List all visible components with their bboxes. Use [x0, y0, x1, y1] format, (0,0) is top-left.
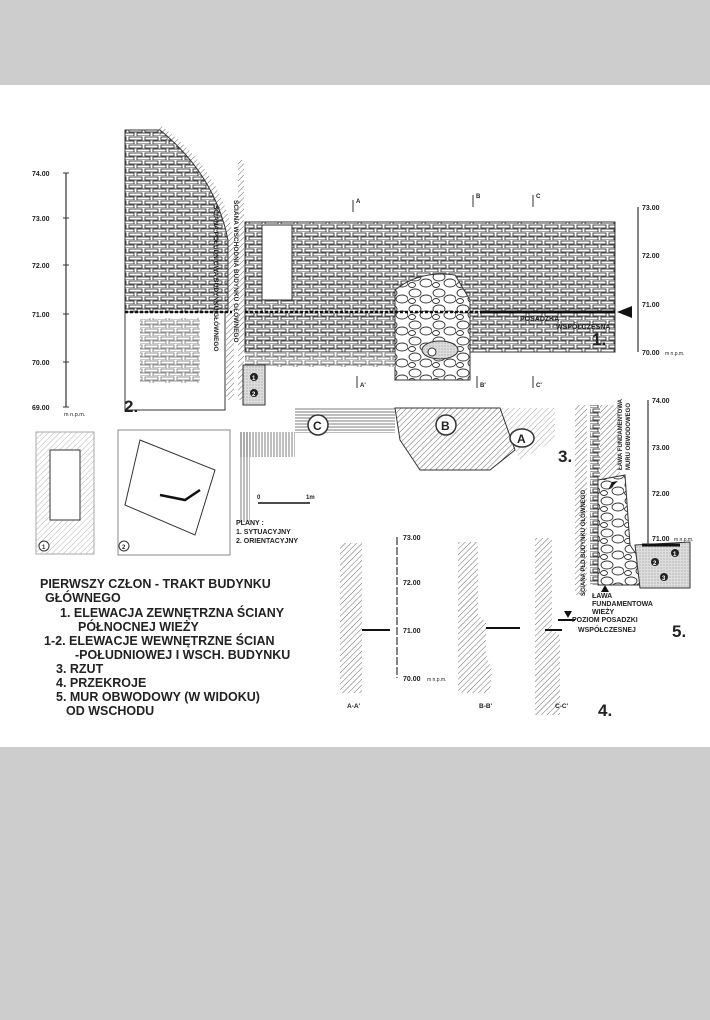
wall-east-label: ŚCIANA WSCHODNIA BUDYNKU GŁÓWNEGO — [232, 200, 241, 343]
scale-tick-label: 74.00 — [652, 398, 670, 405]
map-number: 1 — [42, 545, 46, 551]
section-label: B-B' — [479, 703, 493, 710]
section-marker: C — [536, 194, 541, 200]
figure-number-2: 2. — [124, 397, 138, 416]
footing-label: FUNDAMENTOWA — [592, 601, 653, 608]
legend: PIERWSZY CZŁON - TRAKT BUDYNKU GŁÓWNEGO … — [40, 577, 290, 718]
scale-tick-label: 71.00 — [32, 312, 50, 319]
section-marker: B — [476, 194, 481, 200]
scale-tick-label: 72.00 — [652, 491, 670, 498]
plan-marker: A — [517, 432, 526, 446]
section-label: C-C' — [555, 703, 569, 710]
elevation-1-scale: 73.00 72.00 71.00 70.00 m n.p.m. — [637, 205, 684, 357]
archaeological-drawing: 74.00 73.00 72.00 71.00 70.00 69.00 m n.… — [32, 125, 693, 720]
legend-item: -POŁUDNIOWEJ I WSCH. BUDYNKU — [75, 648, 290, 662]
layer-number: 3 — [662, 576, 666, 582]
section-marker: A — [356, 199, 361, 205]
layer-number: 1 — [252, 376, 256, 382]
scale-tick-label: 71.00 — [403, 628, 421, 635]
figure-number-4: 4. — [598, 701, 612, 720]
elevation-1-north-tower-wall: 1 2 POSADZKA WSPÓŁCZESNA 1. A B C A' B' … — [242, 194, 632, 406]
map-number: 2 — [122, 545, 126, 551]
layer-number: 2 — [252, 392, 256, 398]
plans-item: 1. SYTUACYJNY — [236, 529, 291, 536]
scale-tick-label: 70.00 — [642, 350, 660, 357]
figure-number-3: 3. — [558, 447, 572, 466]
plan-marker: C — [313, 419, 322, 433]
section-marker: A' — [360, 383, 366, 389]
legend-title: GŁÓWNEGO — [45, 590, 121, 605]
scale-unit: m n.p.m. — [427, 677, 446, 683]
footing-label: ŁAWA — [592, 593, 612, 600]
scale-tick-label: 70.00 — [32, 360, 50, 367]
floor-label: WSPÓŁCZESNA — [556, 322, 610, 331]
figure-number-5: 5. — [672, 622, 686, 641]
footing-label: ŁAWA FUNDAMENTOWA — [618, 398, 624, 470]
legend-item: 1-2. ELEWACJE WEWNĘTRZNE ŚCIAN — [44, 633, 275, 648]
scale-unit: m n.p.m. — [64, 412, 86, 418]
arrow-up-icon — [601, 585, 609, 592]
plans-item: 2. ORIENTACYJNY — [236, 538, 298, 545]
arrow-icon — [608, 481, 618, 490]
situational-plans: 1 2 PLANY : 1. SYTUACYJNY 2. ORIENTACYJN… — [35, 429, 298, 556]
scale-unit: m n.p.m. — [665, 351, 684, 357]
scale-tick-label: 70.00 — [403, 676, 421, 683]
legend-item: 3. RZUT — [56, 662, 104, 676]
legend-item: PÓŁNOCNEJ WIEŻY — [78, 619, 200, 634]
scale-bar-label: 0 — [257, 495, 261, 501]
drawing-sheet: 74.00 73.00 72.00 71.00 70.00 69.00 m n.… — [0, 85, 710, 747]
scale-tick-label: 73.00 — [32, 216, 50, 223]
scale-tick-label: 73.00 — [642, 205, 660, 212]
section-marker: C' — [536, 383, 542, 389]
left-elevation-scale: 74.00 73.00 72.00 71.00 70.00 69.00 m n.… — [32, 171, 86, 418]
sections-4: 73.00 72.00 71.00 70.00 m n.p.m. A-A' B-… — [340, 535, 638, 720]
plan-3-rzut: C B A 0 1m — [240, 407, 555, 522]
elevation-2-south-wall: 2. ŚCIANA POŁUDNIOWA BUDYNKU GŁÓWNEGO ŚC… — [124, 125, 244, 416]
scale-tick-label: 72.00 — [32, 263, 50, 270]
legend-item: 5. MUR OBWODOWY (W WIDOKU) — [56, 690, 260, 704]
arrow-down-icon — [564, 611, 572, 618]
scale-unit: m n.p.m. — [674, 537, 693, 543]
floor-level-label: POZIOM POSADZKI — [572, 617, 638, 624]
plans-title: PLANY : — [236, 520, 264, 527]
section-label: A-A' — [347, 703, 361, 710]
footing-label: WIEŻY — [592, 608, 614, 616]
layer-number: 1 — [673, 552, 677, 558]
legend-title: PIERWSZY CZŁON - TRAKT BUDYNKU — [40, 577, 271, 591]
scale-tick-label: 69.00 — [32, 405, 50, 412]
scale-tick-label: 73.00 — [652, 445, 670, 452]
scale-bar-label: 1m — [306, 495, 315, 501]
floor-level-label: WSPÓŁCZESNEJ — [578, 625, 636, 634]
floor-label: POSADZKA — [520, 316, 559, 323]
scale-tick-label: 74.00 — [32, 171, 50, 178]
wall-5-perimeter: 1 2 3 74.00 73.00 72.00 71.00 m n.p.m. Ś… — [575, 398, 693, 641]
legend-item: OD WSCHODU — [66, 704, 154, 718]
wall-pld-label: ŚCIANA PŁD BUDYNKU GŁÓWNEGO — [579, 490, 587, 596]
figure-number-1: 1. — [592, 330, 606, 349]
scale-tick-label: 72.00 — [642, 253, 660, 260]
section-marker: B' — [480, 383, 486, 389]
layer-number: 2 — [653, 561, 657, 567]
scale-tick-label: 73.00 — [403, 535, 421, 542]
plan-marker: B — [441, 419, 450, 433]
scale-tick-label: 71.00 — [642, 302, 660, 309]
arrow-icon — [617, 306, 632, 318]
footing-label: MURU OBWODOWEGO — [626, 403, 632, 470]
scale-tick-label: 71.00 — [652, 536, 670, 543]
legend-item: 4. PRZEKROJE — [56, 676, 146, 690]
legend-item: 1. ELEWACJA ZEWNĘTRZNA ŚCIANY — [60, 605, 285, 620]
scale-tick-label: 72.00 — [403, 580, 421, 587]
wall-south-label: ŚCIANA POŁUDNIOWA BUDYNKU GŁÓWNEGO — [212, 205, 221, 352]
